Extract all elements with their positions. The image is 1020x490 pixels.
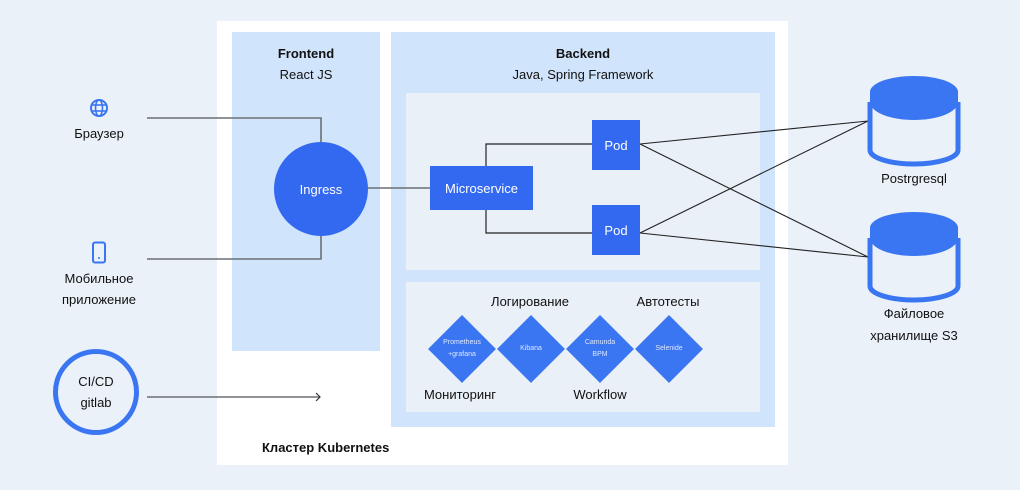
database-icon-postgres: [867, 76, 961, 167]
tools-label-autotests: Автотесты: [636, 294, 700, 309]
smartphone-icon: [92, 241, 106, 264]
s3-label-line2: хранилище S3: [870, 328, 958, 343]
tool-label-line2: BPM: [592, 351, 608, 358]
pod-node[interactable]: Pod: [592, 205, 640, 255]
database-icon-s3: [867, 212, 961, 303]
connector-browser-ingress: [147, 117, 322, 142]
connector-microservice-pod1: [485, 143, 592, 166]
mobile-label-line1: Мобильное: [64, 271, 134, 286]
cicd-label-line2: gitlab: [80, 395, 112, 410]
tool-label-line1: Selenide: [655, 345, 683, 352]
tools-label-monitoring: Мониторинг: [423, 387, 497, 402]
connector-pod1-s3: [639, 143, 869, 258]
tools-label-workflow: Workflow: [573, 387, 627, 402]
tool-kibana[interactable]: Kibana: [497, 315, 565, 383]
tools-label-logging: Логирование: [491, 294, 569, 309]
tool-prometheus-grafana[interactable]: Prometheus +grafana: [428, 315, 496, 383]
connector-pod2-postgres: [639, 120, 869, 234]
cicd-node[interactable]: CI/CD gitlab: [53, 349, 139, 435]
tool-label-line1: Prometheus: [443, 339, 481, 346]
globe-icon: [90, 99, 108, 117]
cicd-label-line1: CI/CD: [78, 374, 114, 389]
mobile-label-line2: приложение: [62, 292, 136, 307]
backend-title: Backend: [555, 46, 611, 61]
arrowhead-icon: [315, 392, 321, 402]
pod-node[interactable]: Pod: [592, 120, 640, 170]
tool-label-line2: +grafana: [448, 351, 476, 358]
ingress-node[interactable]: Ingress: [274, 142, 368, 236]
connector-pod2-s3: [639, 232, 869, 258]
browser-label: Браузер: [74, 126, 124, 141]
tool-label-line1: Kibana: [520, 345, 542, 352]
connector-pod1-postgres: [639, 120, 869, 145]
connector-mobile-ingress: [147, 236, 322, 260]
s3-label-line1: Файловое: [883, 306, 945, 321]
backend-subtitle: Java, Spring Framework: [512, 67, 654, 82]
frontend-subtitle: React JS: [279, 67, 333, 82]
postgres-label: Postrgresql: [881, 171, 947, 186]
tool-label-line1: Camunda: [584, 339, 616, 346]
frontend-title: Frontend: [277, 46, 335, 61]
cluster-label: Кластер Kubernetes: [262, 440, 390, 455]
connector-microservice-pod2: [485, 210, 592, 234]
microservice-node[interactable]: Microservice: [430, 166, 533, 210]
tool-selenide[interactable]: Selenide: [635, 315, 703, 383]
